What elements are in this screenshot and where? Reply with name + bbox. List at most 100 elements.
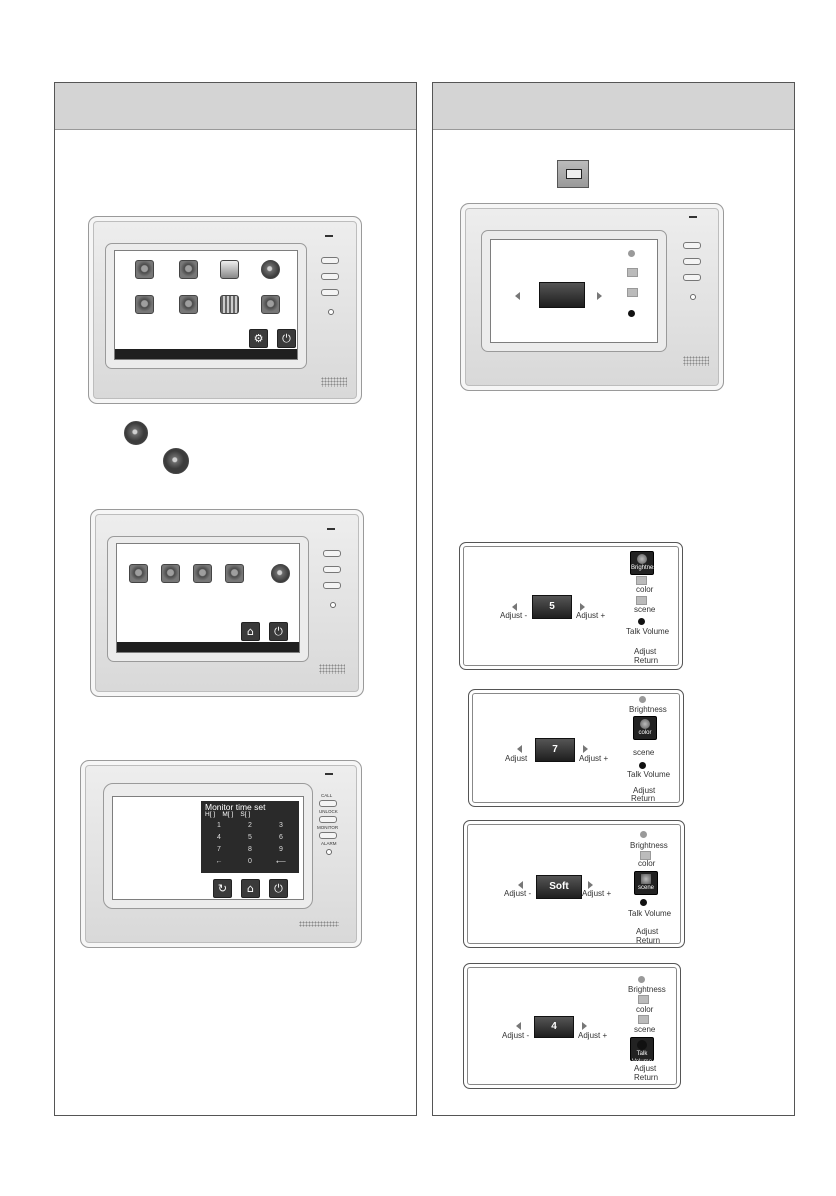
key-5[interactable]: 5 (248, 834, 252, 841)
return-label[interactable]: Return (634, 656, 659, 665)
brightness-label[interactable]: Brightness (630, 841, 668, 850)
adjust-plus-arrow[interactable] (583, 745, 588, 753)
key-9[interactable]: 9 (279, 846, 283, 853)
key-0[interactable]: 0 (248, 858, 252, 865)
adjust-minus-arrow[interactable] (512, 603, 517, 611)
side-button[interactable] (321, 289, 339, 296)
return-label[interactable]: Return (636, 936, 661, 945)
color-option-icon[interactable] (638, 995, 649, 1004)
adjust-minus-arrow[interactable] (518, 881, 523, 889)
key-2[interactable]: 2 (248, 822, 252, 829)
side-button[interactable] (323, 566, 341, 573)
scene-label[interactable]: scene (634, 605, 656, 614)
settings-icon[interactable] (135, 260, 154, 279)
talk-volume-option-icon[interactable] (640, 899, 647, 906)
brightness-option-icon[interactable] (628, 250, 635, 257)
brightness-label[interactable]: Brightness (629, 705, 667, 714)
key-7[interactable]: 7 (217, 846, 221, 853)
key-back[interactable]: ← (215, 858, 223, 865)
adjust-label[interactable]: Adjust (634, 647, 657, 656)
adjust-label[interactable]: Adjust (636, 927, 659, 936)
side-button[interactable] (683, 242, 701, 249)
adjust-plus-arrow[interactable] (597, 292, 602, 300)
adjust-minus-label[interactable]: Adjust - (502, 1031, 530, 1040)
talk-volume-label[interactable]: Talk Volume (628, 909, 672, 918)
scene-option-icon[interactable] (627, 288, 638, 297)
key-delete[interactable]: ⟵ (275, 859, 287, 866)
adjust-plus-label[interactable]: Adjust + (579, 754, 609, 763)
adjust-label[interactable]: Adjust (634, 1064, 657, 1073)
side-button[interactable] (321, 273, 339, 280)
scene-label[interactable]: scene (634, 1025, 656, 1034)
adjust-plus-label[interactable]: Adjust + (578, 1031, 608, 1040)
return-label[interactable]: Return (631, 794, 656, 803)
talk-volume-option-icon[interactable] (638, 618, 645, 625)
adjust-minus-arrow[interactable] (515, 292, 520, 300)
talk-volume-selected[interactable]: Talk Volume (630, 1037, 654, 1065)
camera-icon[interactable] (161, 564, 180, 583)
talk-volume-label[interactable]: Talk Volume (626, 627, 670, 636)
upload-icon[interactable] (179, 295, 198, 314)
adjust-minus-arrow[interactable] (516, 1022, 521, 1030)
monitor-button[interactable] (319, 832, 337, 839)
brightness-option-icon[interactable] (640, 831, 647, 838)
adjust-plus-label[interactable]: Adjust + (582, 889, 612, 898)
power-icon[interactable]: ⏻ (269, 622, 288, 641)
color-label[interactable]: color (636, 1005, 654, 1014)
scene-option-icon[interactable] (636, 596, 647, 605)
scene-label[interactable]: scene (633, 748, 655, 757)
person-icon[interactable] (220, 260, 239, 279)
home-icon[interactable]: ⌂ (241, 622, 260, 641)
adjust-plus-arrow[interactable] (582, 1022, 587, 1030)
camera-icon[interactable] (225, 564, 244, 583)
camera-icon[interactable] (193, 564, 212, 583)
side-button[interactable] (321, 257, 339, 264)
adjust-minus-arrow[interactable] (517, 745, 522, 753)
refresh-icon[interactable]: ↻ (213, 879, 232, 898)
call-button[interactable] (319, 800, 337, 807)
phone-icon[interactable] (135, 295, 154, 314)
brightness-label[interactable]: Brightness (628, 985, 666, 994)
key-8[interactable]: 8 (248, 846, 252, 853)
side-button[interactable] (683, 258, 701, 265)
return-label[interactable]: Return (634, 1073, 659, 1082)
settings-icon[interactable] (179, 260, 198, 279)
monitor-timer-icon[interactable] (271, 564, 290, 583)
color-option-icon[interactable] (627, 268, 638, 277)
gear-icon[interactable]: ⚙ (249, 329, 268, 348)
home-icon[interactable] (261, 295, 280, 314)
adjust-minus-label[interactable]: Adjust (505, 754, 528, 763)
adjust-plus-arrow[interactable] (580, 603, 585, 611)
side-button[interactable] (323, 550, 341, 557)
scene-selected[interactable]: scene (634, 871, 658, 895)
camera-icon[interactable] (129, 564, 148, 583)
side-button[interactable] (683, 274, 701, 281)
adjust-minus-label[interactable]: Adjust - (504, 889, 532, 898)
scene-option-icon[interactable] (638, 1015, 649, 1024)
color-option-icon[interactable] (640, 851, 651, 860)
side-button[interactable] (323, 582, 341, 589)
talk-volume-option-icon[interactable] (628, 310, 635, 317)
key-3[interactable]: 3 (279, 822, 283, 829)
adjust-minus-label[interactable]: Adjust - (500, 611, 528, 620)
key-1[interactable]: 1 (217, 822, 221, 829)
color-option-icon[interactable] (636, 576, 647, 585)
talk-volume-option-icon[interactable] (639, 762, 646, 769)
color-selected[interactable]: color (633, 716, 657, 740)
talk-volume-label[interactable]: Talk Volume (627, 770, 671, 779)
intercom-icon[interactable] (261, 260, 280, 279)
power-icon[interactable]: ⏻ (277, 329, 296, 348)
brightness-option-icon[interactable] (638, 976, 645, 983)
key-4[interactable]: 4 (217, 834, 221, 841)
key-6[interactable]: 6 (279, 834, 283, 841)
adjust-label[interactable]: Adjust (633, 786, 656, 795)
color-label[interactable]: color (638, 859, 656, 868)
adjust-plus-label[interactable]: Adjust + (576, 611, 606, 620)
color-label[interactable]: color (636, 585, 654, 594)
adjust-plus-arrow[interactable] (588, 881, 593, 889)
power-icon[interactable]: ⏻ (269, 879, 288, 898)
brightness-selected[interactable]: Brightness (630, 551, 659, 575)
calendar-icon[interactable] (220, 295, 239, 314)
unlock-button[interactable] (319, 816, 337, 823)
brightness-option-icon[interactable] (639, 696, 646, 703)
